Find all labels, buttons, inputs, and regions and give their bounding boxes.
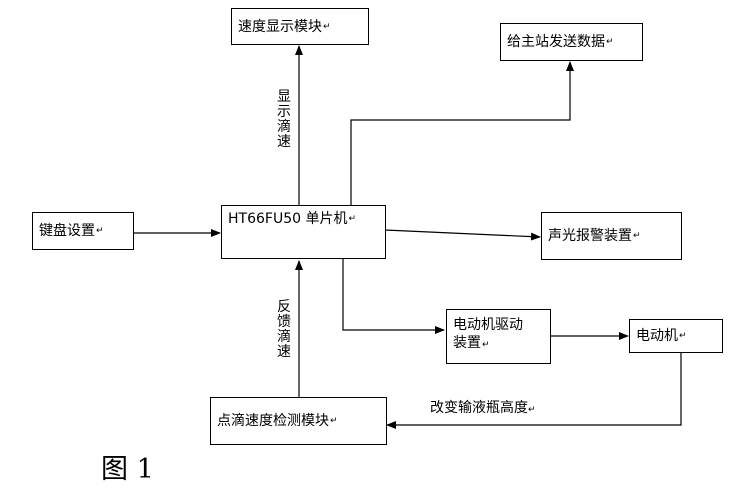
motor-driver-label-line2: 装置	[453, 335, 481, 351]
feedback-speed-label: 反馈滴速	[277, 299, 291, 360]
mcu-box: HT66FU50 单片机↵	[221, 205, 386, 259]
return-mark: ↵	[633, 231, 641, 241]
motor-label: 电动机	[636, 328, 678, 344]
return-mark: ↵	[348, 214, 357, 224]
return-mark: ↵	[606, 37, 614, 47]
change-bottle-height-label: 改变输液瓶高度↵	[430, 400, 536, 416]
return-mark: ↵	[96, 226, 104, 236]
drip-speed-detection-label: 点滴速度检测模块	[217, 413, 329, 429]
motor-driver-label-line1: 电动机驱动	[453, 317, 523, 333]
arrow-mcu-to-motor-driver	[342, 259, 445, 334]
mcu-label: HT66FU50 单片机	[228, 211, 348, 227]
sound-light-alarm-label: 声光报警装置	[548, 228, 632, 244]
speed-display-module-label: 速度显示模块	[238, 18, 322, 35]
arrow-mcu-to-alarm	[384, 229, 541, 241]
sound-light-alarm-box: 声光报警装置↵	[541, 212, 682, 260]
keyboard-setup-box: 键盘设置↵	[32, 212, 134, 250]
speed-display-module-box: 速度显示模块↵	[231, 8, 369, 45]
return-mark: ↵	[679, 331, 687, 341]
motor-box: 电动机↵	[629, 319, 723, 353]
drip-speed-detection-box: 点滴速度检测模块↵	[210, 397, 387, 445]
display-speed-label: 显示滴速	[277, 89, 291, 150]
send-data-to-master-label: 给主站发送数据	[507, 34, 605, 50]
send-data-to-master-box: 给主站发送数据↵	[500, 23, 643, 61]
arrow-mcu-to-send-data	[350, 61, 574, 205]
keyboard-setup-label: 键盘设置	[39, 223, 95, 239]
return-mark: ↵	[482, 340, 490, 350]
figure-caption: 图 1	[101, 454, 154, 485]
motor-driver-box: 电动机驱动 装置↵	[446, 309, 551, 364]
arrow-motor-to-drip-detect	[386, 352, 682, 429]
return-mark: ↵	[323, 21, 331, 32]
return-mark: ↵	[330, 416, 338, 426]
return-mark: ↵	[528, 405, 536, 415]
